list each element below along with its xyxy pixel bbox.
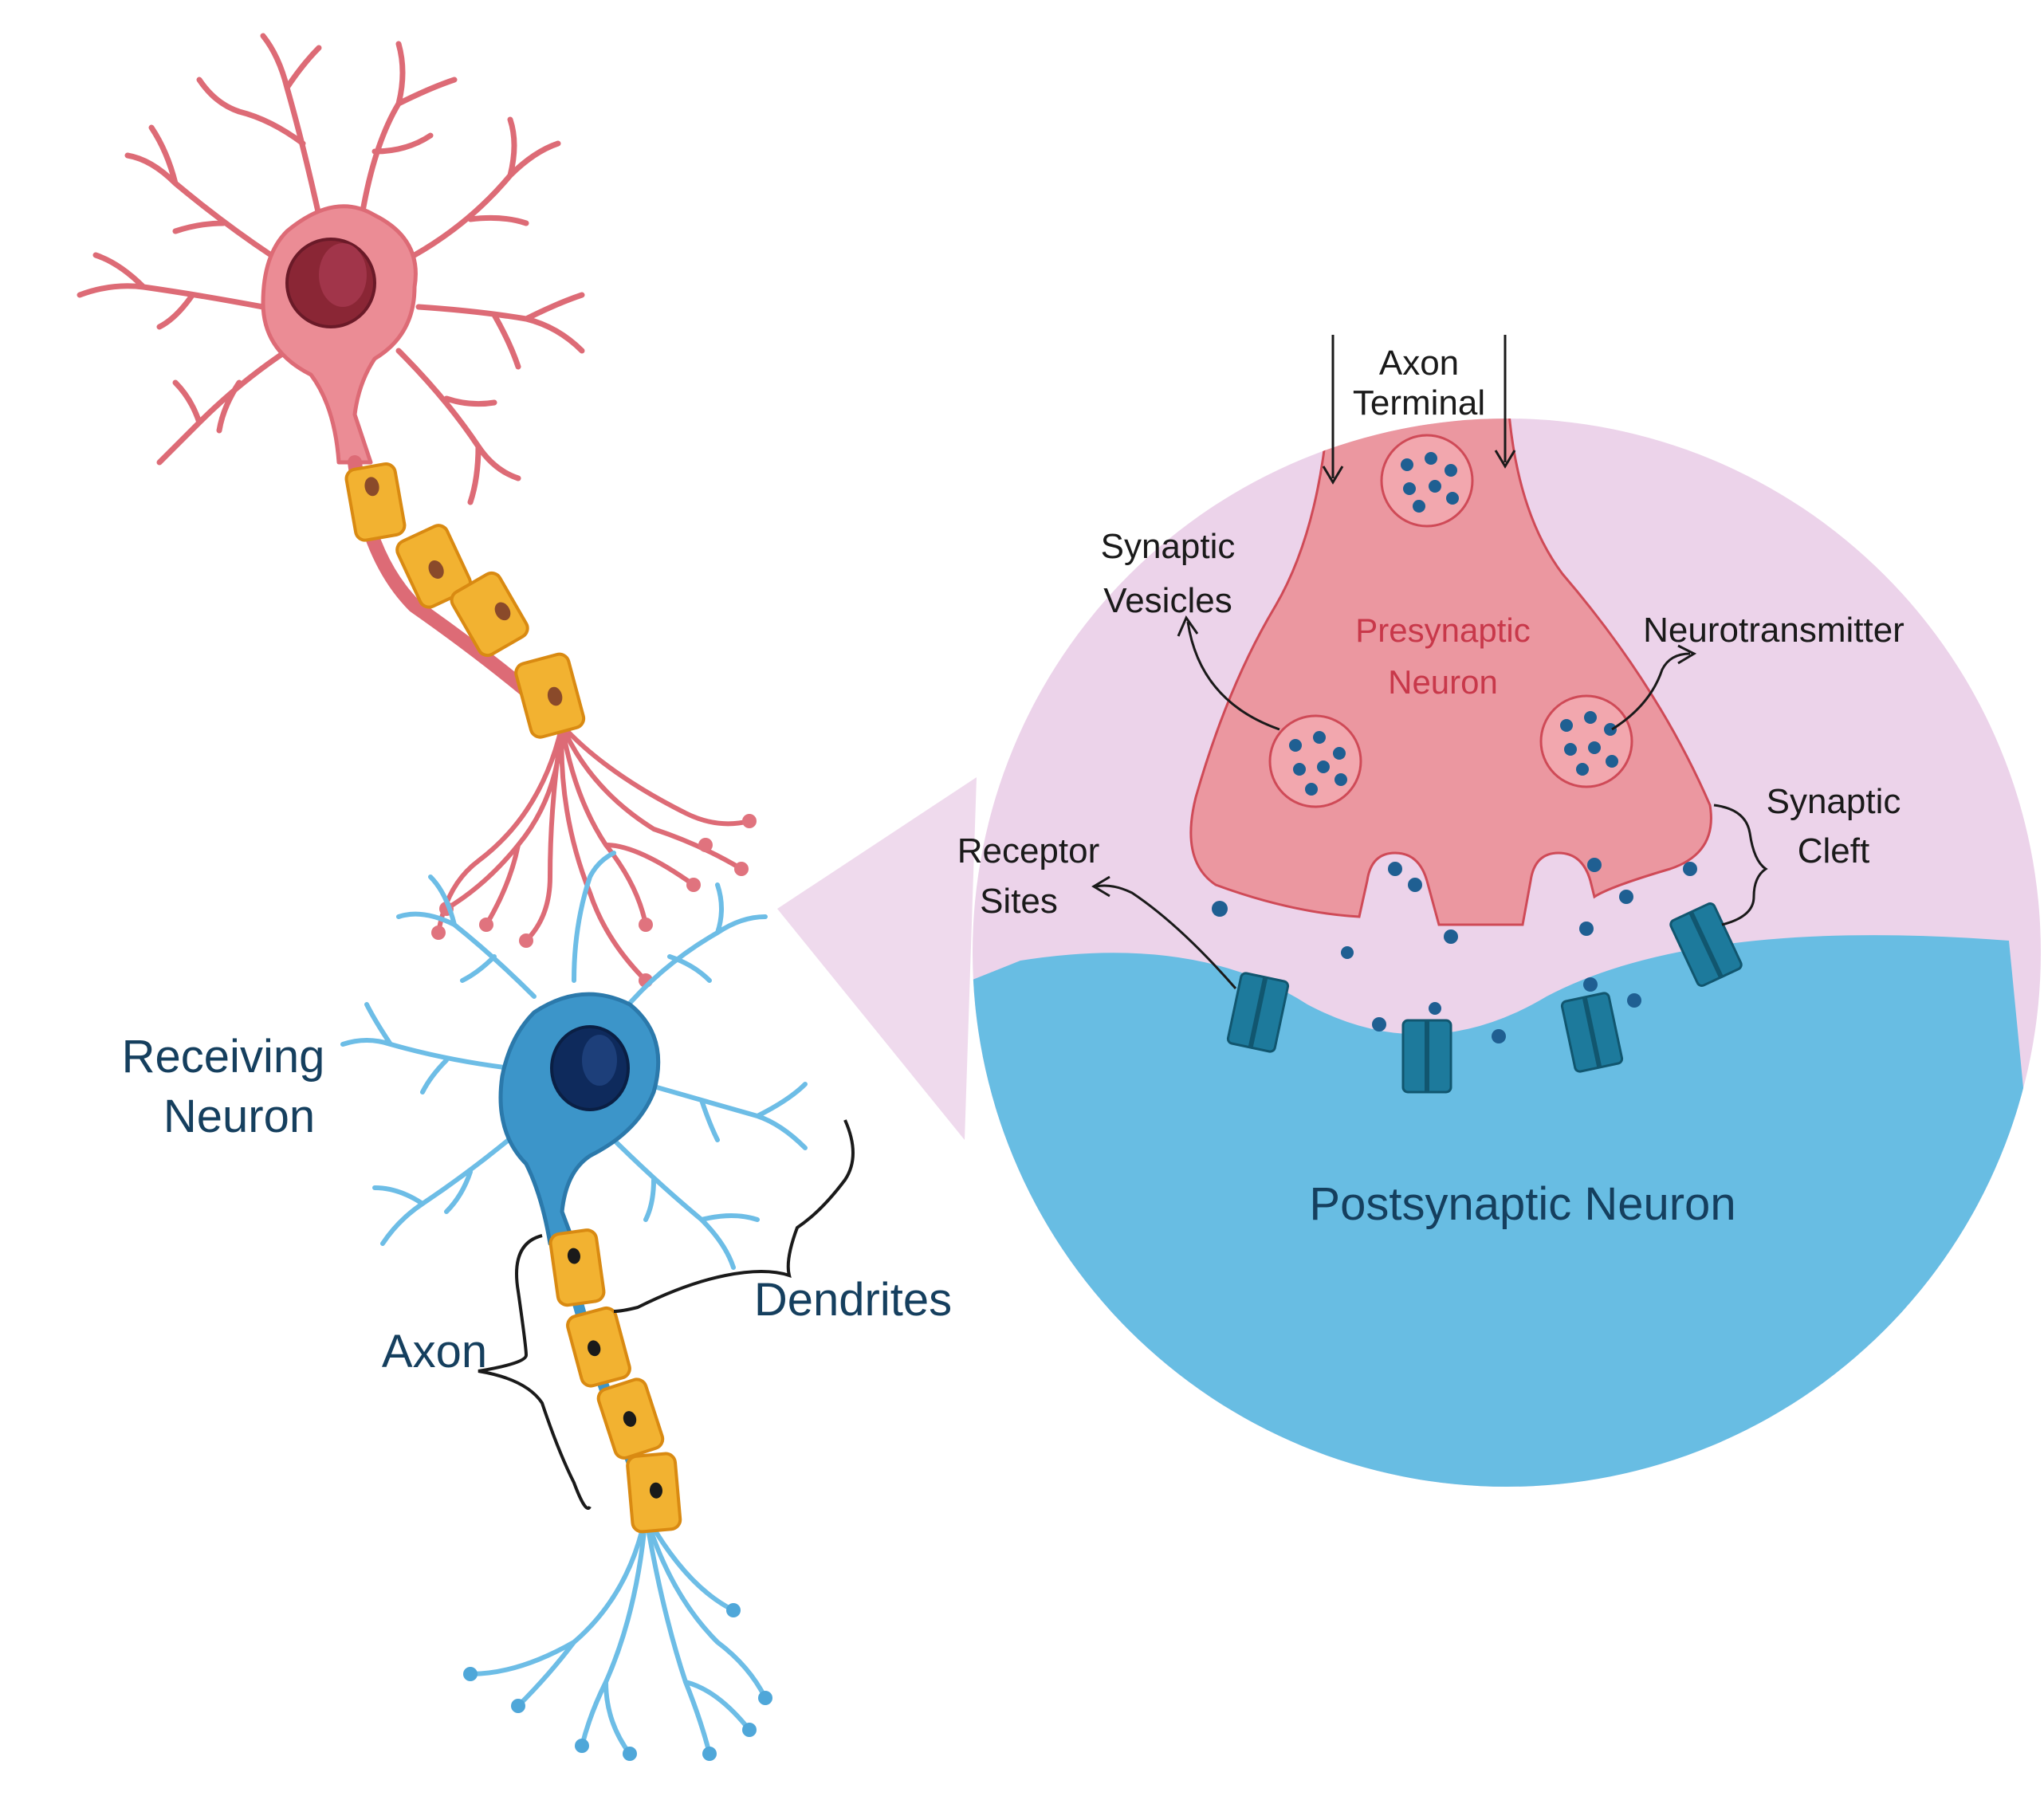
postsynaptic-neuron-label: Postsynaptic Neuron (1309, 1178, 1735, 1230)
receptor-sites-label-line1: Receptor (957, 831, 1100, 870)
axon-terminal-label-line1: Axon (1379, 344, 1459, 383)
neurotransmitter-label: Neurotransmitter (1643, 611, 1904, 650)
receptor-1 (1226, 972, 1290, 1053)
presynaptic-neuron (77, 33, 757, 988)
synaptic-cleft-brace (1713, 804, 1768, 926)
presynaptic-nucleolus (319, 243, 367, 307)
receptor-4 (1669, 902, 1743, 987)
receiving-neuron-label-line1: Receiving (122, 1031, 325, 1083)
neurotransmitter-leader (1611, 652, 1691, 731)
receptor-sites-label-line2: Sites (980, 882, 1058, 921)
presynaptic-neuron-label-line1: Presynaptic (1355, 611, 1530, 649)
synaptic-vesicles-leader (1186, 621, 1280, 731)
synaptic-vesicles-arrowhead (1177, 615, 1199, 637)
zoom-connector (777, 777, 977, 1140)
synaptic-vesicle-right (1539, 694, 1633, 788)
released-neurotransmitters (1212, 858, 1697, 1043)
presynaptic-neuron-label-line2: Neuron (1388, 663, 1498, 701)
receptor-sites-arrowhead (1091, 875, 1110, 898)
receptor-sites-leader (1095, 884, 1237, 989)
receiving-dendrites (340, 851, 808, 1270)
presynaptic-myelin-sheath (344, 462, 586, 739)
receiving-nucleolus (582, 1035, 617, 1086)
axon-terminal-arrowhead-right (1494, 450, 1516, 469)
neurotransmitter-arrowhead (1677, 644, 1697, 665)
axon-terminal-label-line2: Terminal (1353, 383, 1485, 422)
receptor-3 (1560, 992, 1624, 1073)
receptor-2 (1401, 1019, 1452, 1094)
synaptic-vesicle-left (1268, 714, 1362, 808)
synaptic-vesicles-label-line1: Synaptic (1101, 527, 1236, 566)
receiving-neuron-label-line2: Neuron (163, 1091, 315, 1142)
synapse-zoom-view: Axon Terminal Synaptic Vesicles Presynap… (957, 335, 2041, 1487)
axon-brace (478, 1234, 592, 1510)
receiving-myelin-sheath (548, 1228, 682, 1534)
receiving-axon-terminals (468, 1512, 768, 1756)
synaptic-vesicle-top (1380, 434, 1474, 528)
synaptic-cleft-label-line1: Synaptic (1767, 782, 1901, 821)
receiving-terminal-buttons (463, 1603, 772, 1761)
dendrites-label: Dendrites (754, 1274, 952, 1326)
receiving-neuron (340, 851, 808, 1761)
axon-label: Axon (382, 1326, 487, 1377)
synaptic-vesicles-label-line2: Vesicles (1103, 581, 1232, 620)
dendrites-brace (613, 1119, 855, 1313)
synaptic-cleft-label-line2: Cleft (1798, 831, 1869, 870)
presynaptic-dendrites (77, 33, 585, 505)
axon-terminal-arrowhead-left (1322, 466, 1344, 485)
postsynaptic-neuron-body (973, 935, 2041, 1487)
